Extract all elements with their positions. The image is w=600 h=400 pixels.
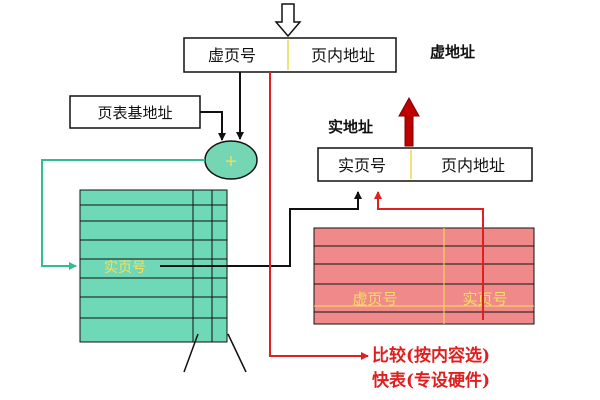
page-table-base-label: 页表基地址 [97, 104, 172, 122]
physical-offset-field: 页内地址 [441, 156, 505, 175]
page-table-base-register: 页表基地址 [69, 95, 201, 129]
tlb-virtual-column: 虚页号 [352, 290, 397, 308]
physical-output-arrow-icon [398, 96, 420, 147]
page-table-entry-label: 实页号 [104, 260, 146, 276]
input-arrow-icon [274, 3, 302, 38]
page-table-pointer-right [227, 333, 247, 373]
tlb-table: 虚页号 实页号 [313, 227, 535, 325]
virtual-offset-field: 页内地址 [311, 46, 375, 65]
page-table-pointer-left [183, 333, 199, 373]
tlb-name-label: 快表(专设硬件) [372, 370, 490, 391]
arrow-base-to-adder [200, 111, 226, 141]
physical-address-register: 实页号 页内地址 [317, 147, 533, 182]
adder: + [204, 140, 258, 180]
arrow-tlb-to-physical [374, 191, 484, 320]
tlb-real-column: 实页号 [462, 290, 507, 308]
virtual-page-number-field: 虚页号 [208, 46, 256, 65]
virtual-address-register: 虚页号 页内地址 [183, 37, 397, 73]
virtual-address-caption: 虚地址 [430, 43, 475, 61]
arrow-vpn-to-tlb-compare [269, 72, 369, 360]
tlb-compare-label: 比较(按内容选) [372, 345, 490, 366]
adder-plus-icon: + [224, 151, 237, 170]
arrow-page-table-to-physical [160, 191, 362, 267]
physical-address-caption: 实地址 [328, 118, 373, 136]
physical-page-number-field: 实页号 [338, 156, 386, 175]
arrow-adder-to-page-table [41, 159, 205, 270]
